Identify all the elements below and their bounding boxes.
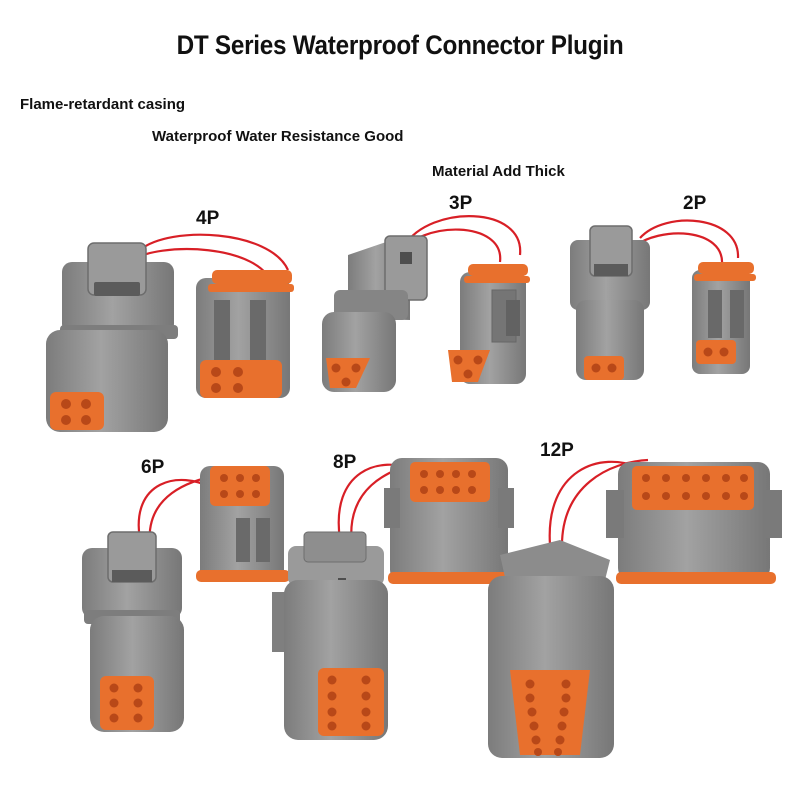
connector-6p-receptacle (137, 466, 290, 582)
product-title: DT Series Waterproof Connector Plugin (176, 30, 624, 60)
label-6p: 6P (141, 457, 165, 478)
connector-4p-plug (46, 233, 290, 432)
connector-4p-receptacle (196, 270, 294, 398)
connector-8p-receptacle (337, 458, 514, 584)
connector-3p-receptacle (448, 264, 530, 384)
feature-waterproof: Waterproof Water Resistance Good (152, 128, 404, 145)
connector-3p-plug (322, 215, 522, 392)
label-3p: 3P (449, 193, 473, 214)
label-4p: 4P (196, 208, 220, 229)
connector-8p-plug (272, 531, 388, 740)
label-8p: 8P (333, 452, 357, 473)
connector-6p-plug (82, 531, 184, 732)
connector-12p-plug (488, 540, 614, 758)
connector-2p-plug (570, 219, 740, 380)
connector-12p-receptacle (548, 458, 782, 584)
feature-flame-retardant: Flame-retardant casing (20, 96, 186, 113)
feature-material: Material Add Thick (432, 163, 565, 180)
label-2p: 2P (683, 193, 707, 214)
connector-2p-receptacle (692, 262, 756, 374)
label-12p: 12P (540, 440, 574, 461)
